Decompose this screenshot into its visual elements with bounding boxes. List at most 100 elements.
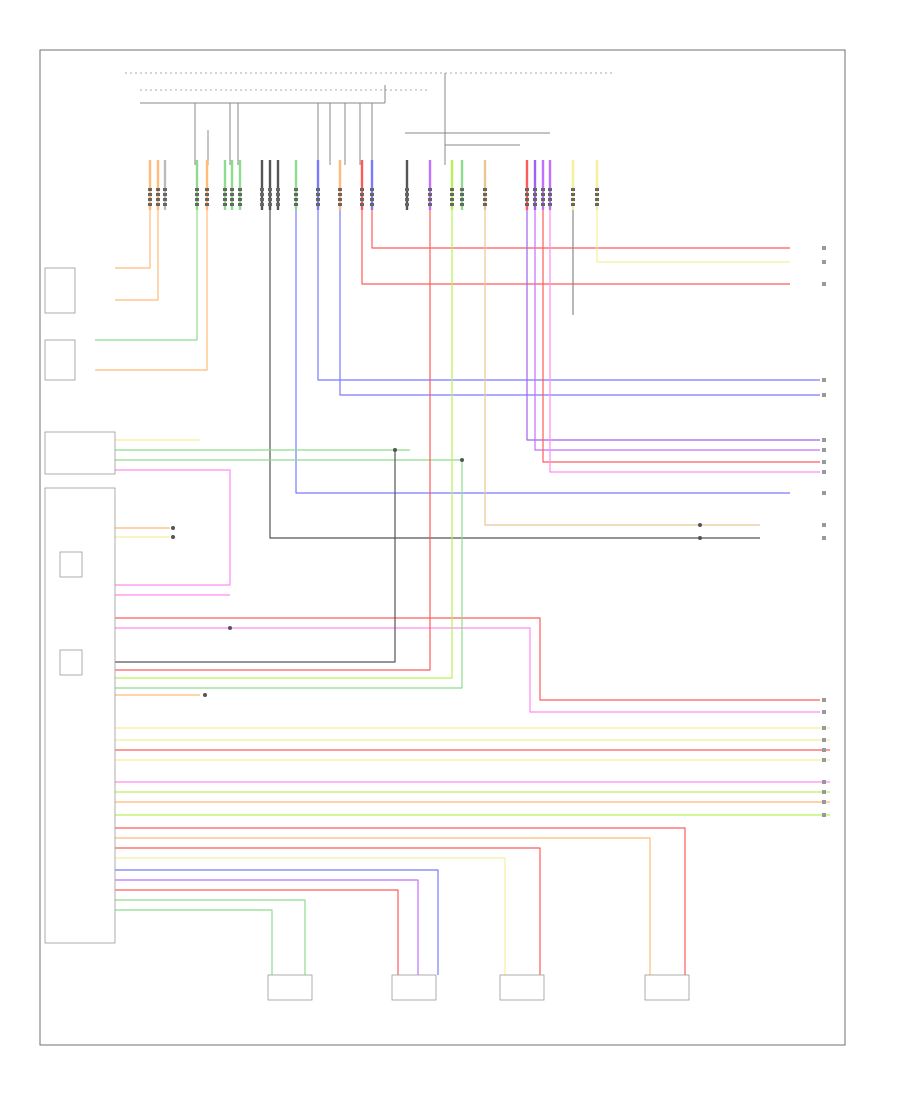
top-connector-13-pin [338, 188, 342, 191]
outer-border [39, 49, 846, 1046]
terminal-18 [822, 780, 826, 784]
top-connector-15-pin [370, 198, 374, 201]
junction-dot-2 [228, 626, 232, 630]
sensor-bottom-3 [499, 974, 545, 1001]
top-connector-9-pin [268, 188, 272, 191]
top-connector-1-pin [156, 198, 160, 201]
terminal-0 [822, 246, 826, 250]
top-connector-24-pin [548, 193, 552, 196]
wire-bot-2 [115, 837, 651, 975]
wire-blue-3 [295, 210, 790, 494]
top-connector-6-pin [230, 198, 234, 201]
sensor-bottom-2 [391, 974, 437, 1001]
top-connector-19-pin [460, 188, 464, 191]
wire-violet-1 [526, 210, 820, 441]
top-connector-25-pin [571, 193, 575, 196]
terminal-4 [822, 393, 826, 397]
left-sensor-mid [44, 339, 76, 381]
top-connector-6-pin [230, 188, 234, 191]
junction-dot-7 [698, 536, 702, 540]
top-connector-8-pin [260, 188, 264, 191]
wire-blue-2 [339, 210, 820, 396]
top-connector-11-pin [294, 203, 298, 206]
top-connector-23-pin [541, 188, 545, 191]
wire-red-2 [361, 210, 790, 285]
wire-group [95, 160, 830, 975]
top-connector-16-pin [405, 198, 409, 201]
junction-dot-5 [203, 693, 207, 697]
top-connector-4-pin [205, 188, 209, 191]
top-connector-0-pin [148, 193, 152, 196]
wire-mod-6 [115, 450, 396, 663]
top-connector-16-pin [405, 188, 409, 191]
terminal-8 [822, 470, 826, 474]
component-group [44, 188, 826, 1001]
wire-relay-4 [115, 469, 231, 586]
top-connector-1-pin [156, 188, 160, 191]
junction-dot-4 [171, 535, 175, 539]
top-connector-2-pin [163, 193, 167, 196]
top-connector-0-pin [148, 203, 152, 206]
top-connector-17-pin [428, 203, 432, 206]
terminal-16 [822, 748, 826, 752]
wire-bot-5 [115, 869, 439, 975]
diagram-frame [39, 49, 846, 1046]
wire-bot-3 [115, 847, 541, 975]
top-connector-22-pin [533, 203, 537, 206]
wire-dark-1 [269, 210, 760, 539]
top-connector-12-pin [316, 198, 320, 201]
top-connector-17-pin [428, 193, 432, 196]
top-connector-1-pin [156, 193, 160, 196]
top-connector-2-pin [163, 203, 167, 206]
top-connector-17-pin [428, 198, 432, 201]
top-connector-10-pin [276, 198, 280, 201]
top-connector-5-pin [223, 203, 227, 206]
junction-dot-0 [393, 448, 397, 452]
top-connector-2-pin [163, 198, 167, 201]
top-connector-5-pin [223, 188, 227, 191]
terminal-20 [822, 800, 826, 804]
wire-tan-1 [484, 210, 760, 526]
top-connector-9-pin [268, 203, 272, 206]
top-connector-22-pin [533, 193, 537, 196]
wire-pink-1 [549, 210, 820, 473]
top-connector-15-pin [370, 203, 374, 206]
top-connector-14-pin [360, 193, 364, 196]
terminal-13 [822, 710, 826, 714]
sensor-bottom-4 [644, 974, 690, 1001]
top-connector-24-pin [548, 188, 552, 191]
terminal-6 [822, 448, 826, 452]
wire-left-3 [95, 210, 198, 341]
top-connector-18-pin [450, 198, 454, 201]
terminal-21 [822, 813, 826, 817]
top-connector-9-pin [268, 198, 272, 201]
top-connector-6-pin [230, 203, 234, 206]
top-connector-2-pin [163, 188, 167, 191]
terminal-17 [822, 758, 826, 762]
module-inner-2 [59, 649, 83, 676]
top-connector-10-pin [276, 193, 280, 196]
top-connector-12-pin [316, 203, 320, 206]
control-module [44, 487, 116, 944]
top-connector-4-pin [205, 193, 209, 196]
top-connector-0-pin [148, 188, 152, 191]
top-connector-16-pin [405, 193, 409, 196]
top-connector-25-pin [571, 203, 575, 206]
top-connector-3-pin [195, 198, 199, 201]
top-connector-22-pin [533, 198, 537, 201]
junction-dot-1 [460, 458, 464, 462]
top-connector-21-pin [525, 193, 529, 196]
wire-purple-1 [534, 210, 820, 451]
top-connector-8-pin [260, 198, 264, 201]
top-connector-20-pin [483, 203, 487, 206]
module-inner-1 [59, 551, 83, 578]
top-connector-25-pin [571, 198, 575, 201]
top-connector-13-pin [338, 198, 342, 201]
top-connector-26-pin [595, 203, 599, 206]
wire-bot-6 [115, 879, 419, 975]
wire-bot-7 [115, 889, 399, 975]
top-connector-11-pin [294, 188, 298, 191]
top-connector-16-pin [405, 203, 409, 206]
top-connector-14-pin [360, 198, 364, 201]
top-connector-3-pin [195, 193, 199, 196]
